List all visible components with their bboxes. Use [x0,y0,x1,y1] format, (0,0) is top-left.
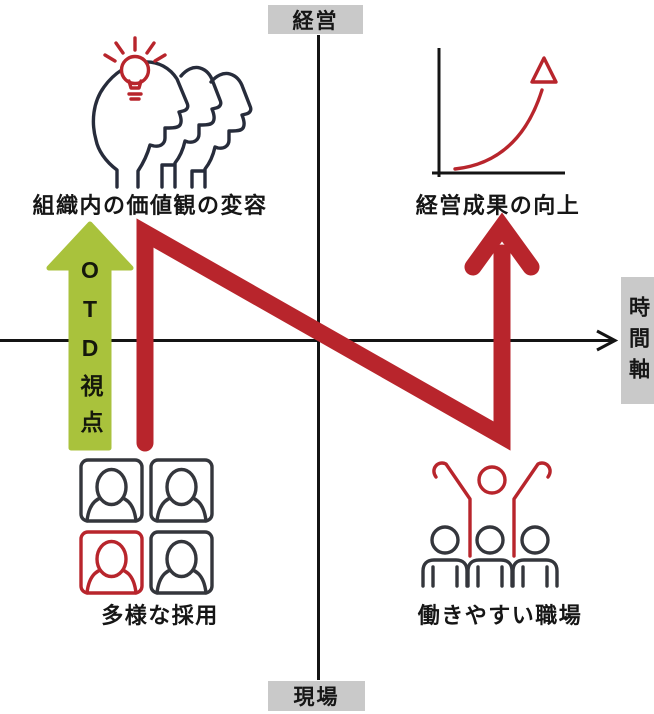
otd-arrow-label: OTD視点 [77,256,103,446]
lightbulb-icon [103,36,167,101]
node-label-bottom-left: 多様な採用 [101,603,219,628]
axis-label-worksite: 現場 [268,681,365,711]
otd-up-arrow-icon [46,221,134,451]
person-tile [79,458,144,523]
celebration-people-icon [421,461,559,588]
chart-axes [432,48,565,177]
growth-chart-icon [432,48,565,177]
n-flow-arrow [136,218,511,452]
axis-label-time: 時間軸 [621,277,654,404]
axis-label-management: 経営 [268,5,363,34]
n-flow-arrowhead-icon [464,212,540,276]
person-tile-highlighted [79,530,144,595]
node-label-bottom-right: 働きやすい職場 [417,603,583,628]
head-profiles [91,60,253,189]
node-label-top-left: 組織内の価値観の変容 [32,193,268,218]
time-axis-arrowhead-icon [596,329,619,352]
team-members [421,525,559,588]
node-label-top-right: 経営成果の向上 [415,193,581,218]
person-tile [149,458,214,523]
person-tile [149,530,214,595]
cheering-person [432,461,552,558]
growth-curve [453,56,558,171]
heads-lightbulb-icon [91,36,253,189]
people-grid-icon [79,458,214,595]
